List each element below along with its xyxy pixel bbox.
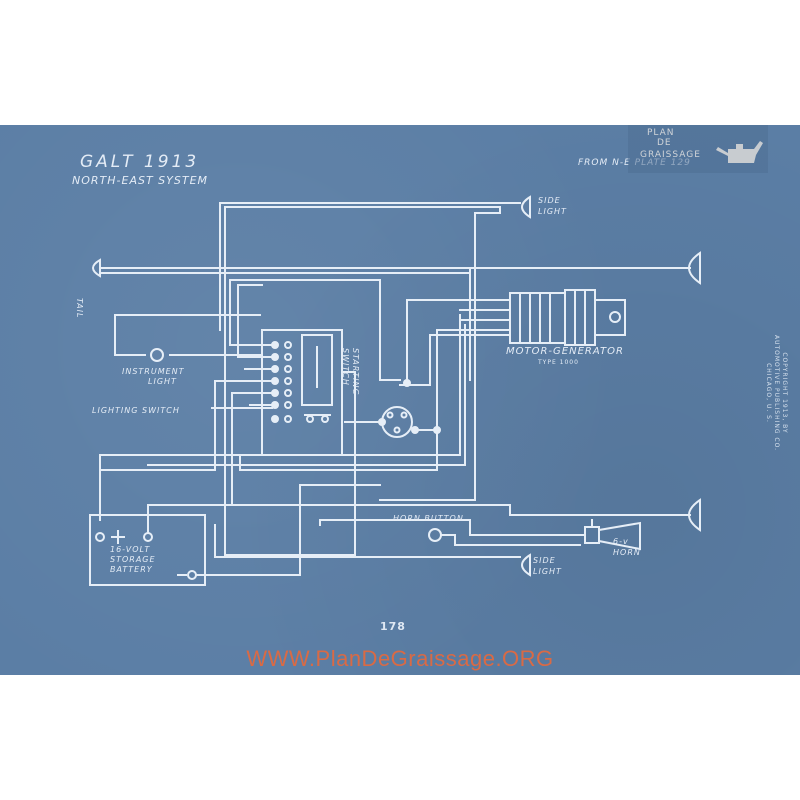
side-light-top	[521, 195, 531, 219]
horn-button	[428, 528, 442, 542]
battery-terminal-positive	[143, 532, 153, 542]
side-light-bottom	[521, 553, 531, 577]
diagram-title: GALT 1913	[80, 152, 200, 172]
horn-button-label: HORN BUTTON	[393, 514, 464, 523]
logo-text-line-3: GRAISSAGE	[640, 150, 701, 160]
lighting-switch-terminals	[271, 341, 329, 423]
instrument-light-label: INSTRUMENT	[122, 367, 185, 376]
page-number: 178	[380, 620, 406, 633]
motor-generator-label: MOTOR-GENERATOR	[506, 346, 624, 357]
instrument-light-label-2: LIGHT	[148, 377, 177, 386]
logo-text-line-2: DE	[657, 138, 672, 148]
tail-label: TAIL	[75, 298, 84, 319]
lighting-switch-label: LIGHTING SWITCH	[92, 406, 180, 415]
blueprint-sheet	[0, 125, 800, 675]
head-lamp-lower	[688, 498, 701, 532]
wiring-diagram	[89, 195, 701, 586]
motor-generator-type: TYPE 1000	[538, 359, 579, 366]
plan-de-graissage-logo	[628, 125, 768, 173]
head-lamp-right	[688, 251, 701, 285]
diagram-subtitle: NORTH-EAST SYSTEM	[72, 174, 209, 187]
instrument-lamp	[150, 348, 164, 362]
logo-text-line-1: PLAN	[647, 128, 675, 138]
battery-ground-terminal	[187, 570, 197, 580]
motor-generator	[509, 289, 626, 346]
horn	[584, 519, 641, 551]
oil-can-icon	[716, 141, 763, 163]
tail-lamp	[92, 258, 101, 278]
battery-terminal-negative	[95, 532, 105, 542]
website-watermark[interactable]: WWW.PlanDeGraissage.ORG	[246, 646, 554, 671]
